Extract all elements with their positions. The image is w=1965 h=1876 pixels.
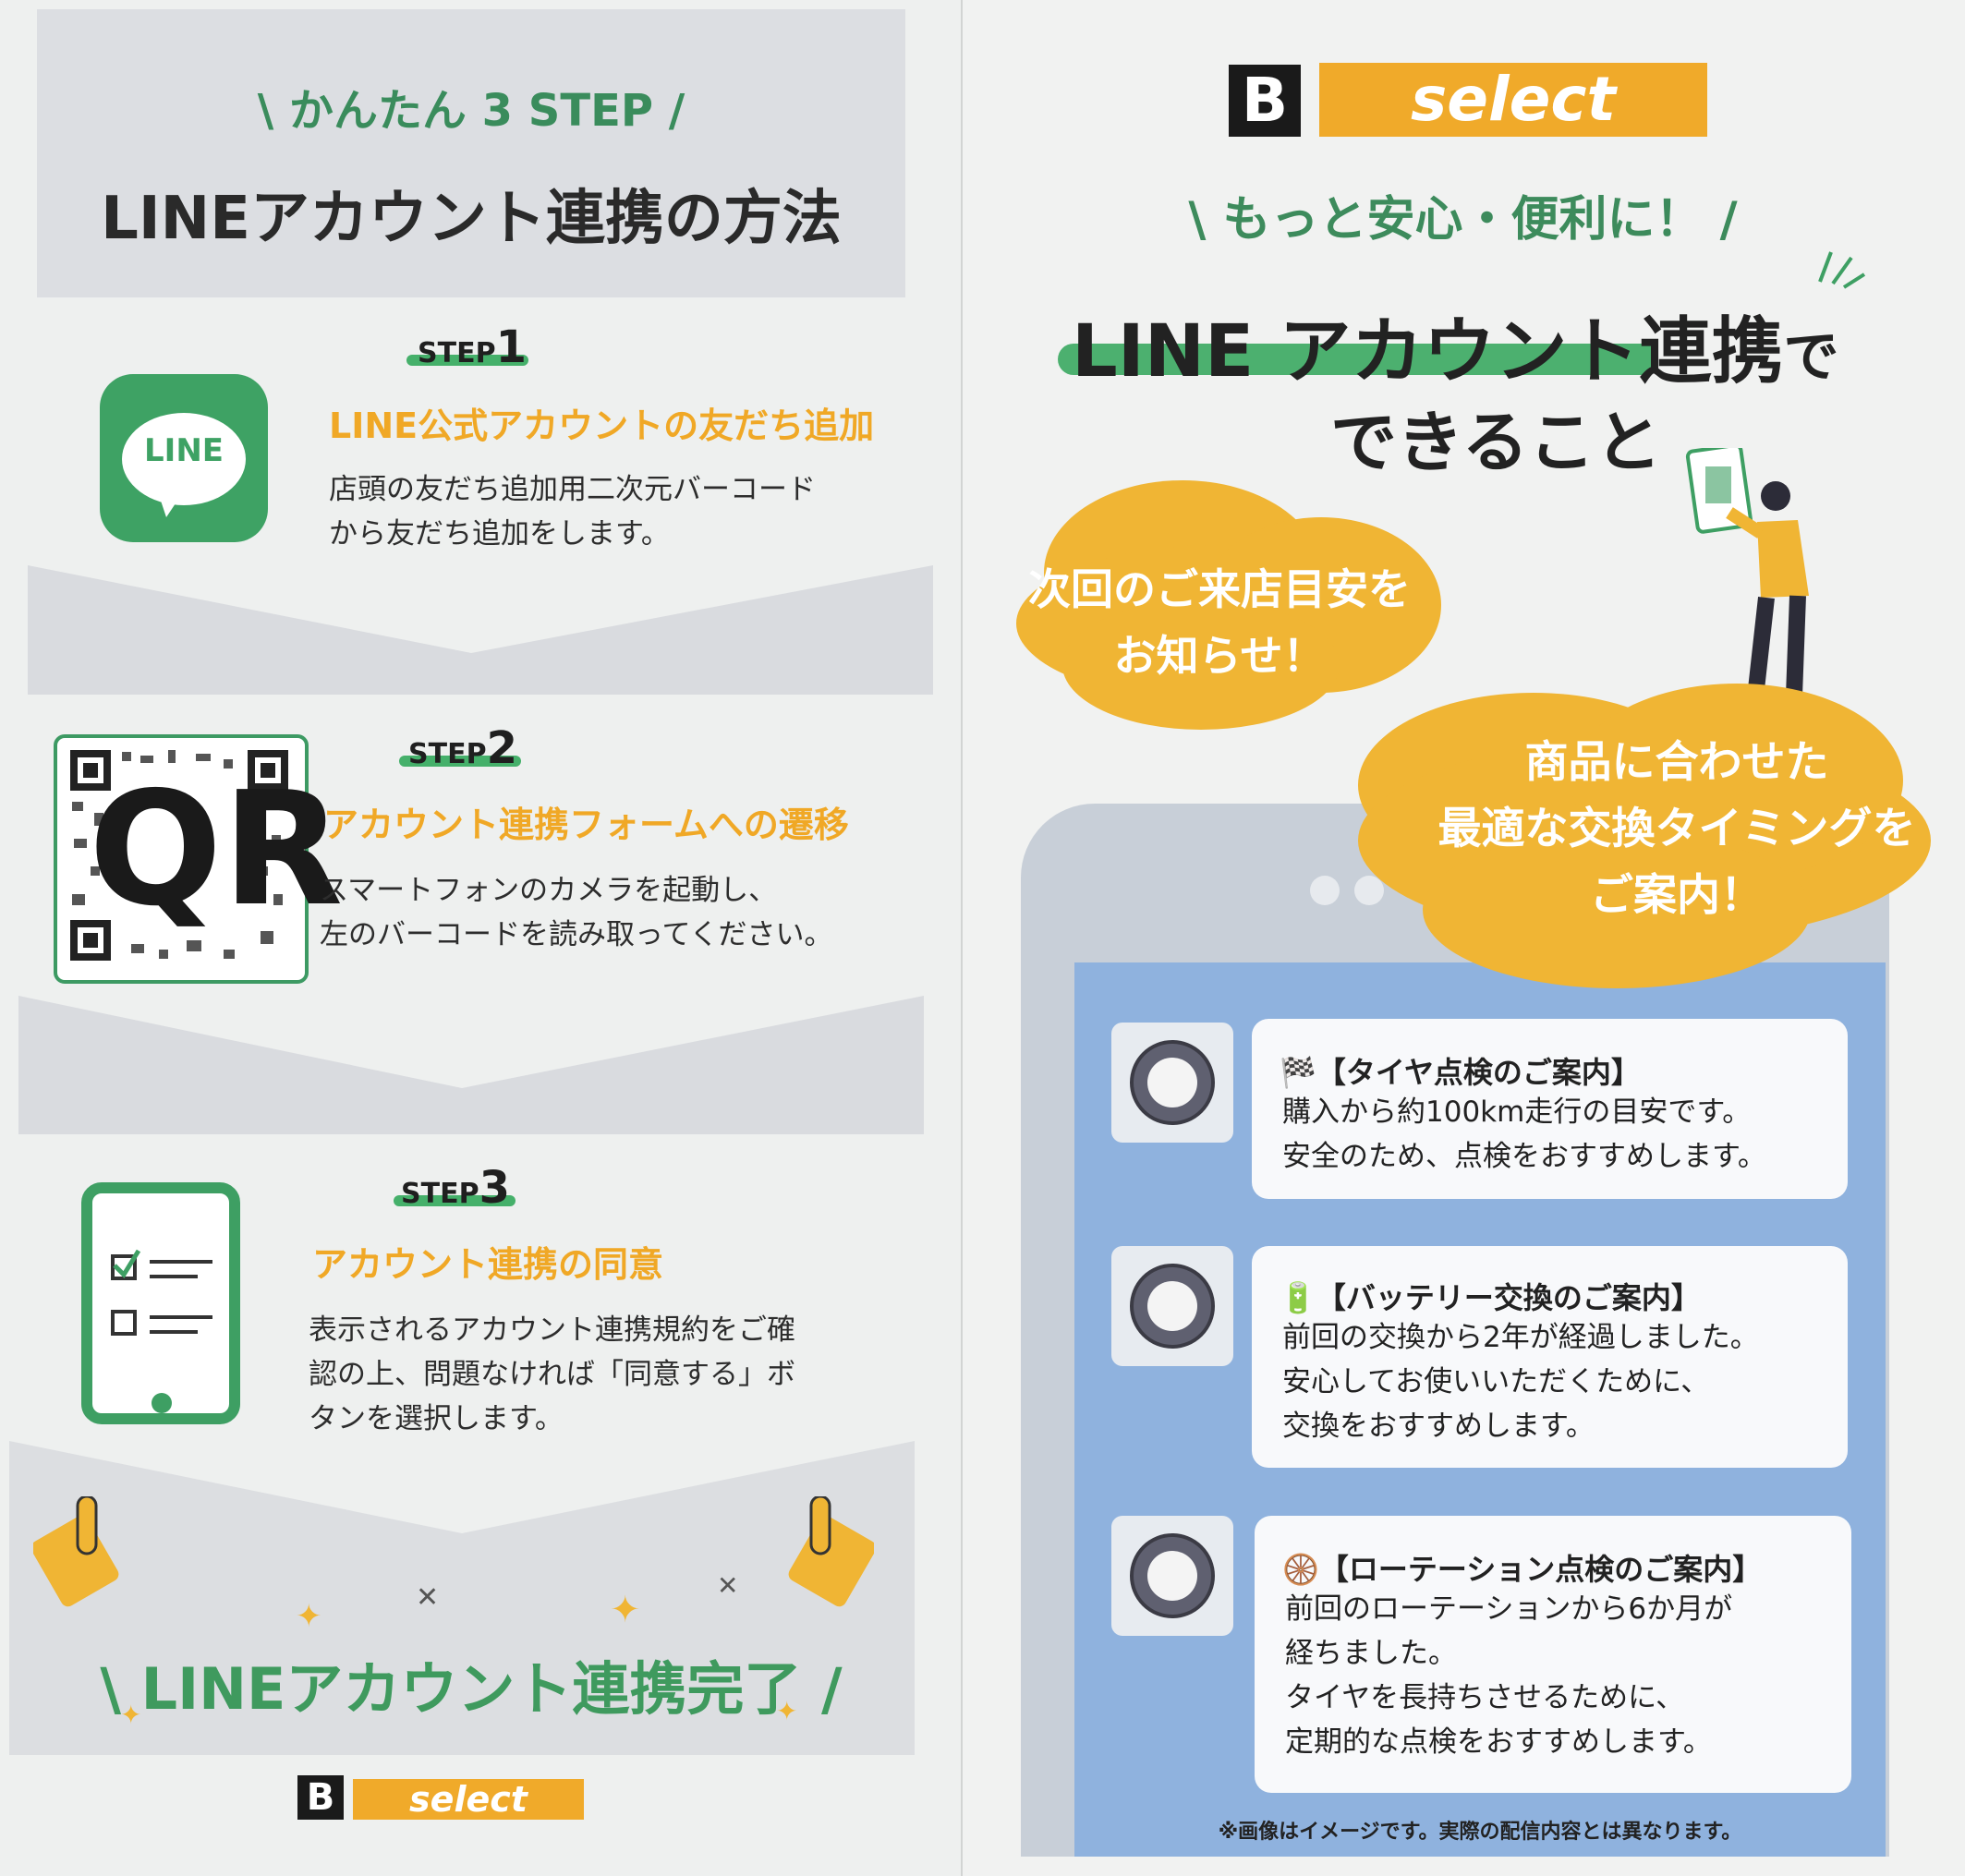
message-body: 前回の交換から2年が経過しました。安心してお使いいただくために、交換をおすすめし… bbox=[1282, 1321, 1759, 1443]
cloud1-text: 次回のご来店目安をお知らせ！ bbox=[1028, 564, 1411, 681]
sparkle-icon: ✕ bbox=[416, 1581, 440, 1614]
cloud2-text: 商品に合わせた最適な交換タイミングをご案内！ bbox=[1437, 737, 1916, 921]
title-box bbox=[37, 9, 905, 297]
cloud-shape bbox=[1062, 600, 1340, 730]
line-logo-text: LINE bbox=[144, 432, 224, 469]
cloud-shape bbox=[1423, 831, 1811, 988]
completion-band bbox=[9, 1441, 915, 1755]
tagline: \ もっと安心・便利に！ / bbox=[1188, 192, 1738, 248]
tire-wheel bbox=[1147, 1281, 1197, 1331]
checklist-icon bbox=[111, 1249, 212, 1336]
fold-line bbox=[961, 0, 963, 1876]
message-body: 購入から約100km走行の目安です。安全のため、点検をおすすめします。 bbox=[1282, 1095, 1766, 1173]
step2-label: STEP2 bbox=[408, 722, 517, 774]
qr-overlay-text: QR bbox=[89, 758, 344, 941]
bridgestone-logo-mark: B bbox=[1229, 65, 1301, 137]
step2-underline bbox=[399, 756, 521, 767]
qr-pattern bbox=[67, 746, 292, 964]
step1-title: LINE公式アカウントの友だち追加 bbox=[329, 405, 875, 446]
headline-line2: できること bbox=[1330, 404, 1662, 481]
sparkle-icon: ✦ bbox=[776, 1696, 798, 1726]
tire-wheel bbox=[1147, 1551, 1197, 1601]
step1-label: STEP1 bbox=[418, 321, 527, 373]
headline-highlight bbox=[1058, 344, 1658, 375]
message-title: 🛞【ローテーション点検のご案内】 bbox=[1282, 1552, 1763, 1587]
headline: LINE アカウント連携で bbox=[1072, 310, 1839, 393]
chevron-down-2 bbox=[18, 996, 924, 1134]
step3-title: アカウント連携の同意 bbox=[312, 1244, 664, 1285]
step3-label: STEP3 bbox=[401, 1162, 510, 1214]
tire-wheel bbox=[1147, 1058, 1197, 1107]
phone-camera-dot bbox=[1310, 876, 1340, 905]
message-title: 🔋【バッテリー交換のご案内】 bbox=[1280, 1280, 1701, 1315]
hand-left-icon bbox=[33, 1496, 119, 1607]
message-title: 🏁【タイヤ点検のご案内】 bbox=[1280, 1055, 1641, 1090]
page-title: LINEアカウント連携の方法 bbox=[101, 185, 842, 253]
message-bubble bbox=[1252, 1019, 1848, 1199]
step1-underline bbox=[406, 355, 528, 366]
step2-title: アカウント連携フォームへの遷移 bbox=[323, 805, 849, 845]
phone-camera-dot bbox=[1354, 876, 1384, 905]
bridgestone-logo-mark: B bbox=[297, 1775, 344, 1820]
step3-underline bbox=[394, 1195, 516, 1206]
person-holding-qr-icon bbox=[1685, 448, 1809, 698]
subtitle: \ かんたん 3 STEP / bbox=[257, 85, 685, 137]
select-logo-text: select bbox=[1319, 63, 1707, 137]
sparkle-icon: ✦ bbox=[120, 1700, 142, 1730]
step3-desc: 表示されるアカウント連携規約をご確認の上、問題なければ「同意する」ボタンを選択し… bbox=[309, 1313, 795, 1435]
sparkle-icon: ✕ bbox=[717, 1570, 739, 1601]
select-logo-text: select bbox=[353, 1779, 584, 1820]
emphasis-lines-icon bbox=[1818, 251, 1866, 289]
disclaimer-note: ※画像はイメージです。実際の配信内容とは異なります。 bbox=[1218, 1821, 1742, 1844]
tablet-home-button bbox=[152, 1393, 172, 1413]
chevron-down-1 bbox=[28, 565, 933, 695]
hand-right-icon bbox=[788, 1496, 874, 1607]
completion-text: \ LINEアカウント連携完了 / bbox=[100, 1655, 843, 1723]
step1-desc: 店頭の友だち追加用二次元バーコードから友だち追加をします。 bbox=[329, 473, 816, 551]
message-body: 前回のローテーションから6か月が経ちました。タイヤを長持ちさせるために、定期的な… bbox=[1285, 1592, 1733, 1759]
step2-desc: スマートフォンのカメラを起動し、左のバーコードを読み取ってください。 bbox=[320, 874, 833, 951]
message-bubble bbox=[1255, 1516, 1851, 1793]
tablet-checklist-icon bbox=[81, 1182, 240, 1424]
sparkle-icon: ✦ bbox=[610, 1589, 641, 1631]
message-bubble bbox=[1252, 1246, 1848, 1468]
sparkle-icon: ✦ bbox=[296, 1598, 322, 1635]
line-bubble-tail bbox=[157, 490, 185, 517]
